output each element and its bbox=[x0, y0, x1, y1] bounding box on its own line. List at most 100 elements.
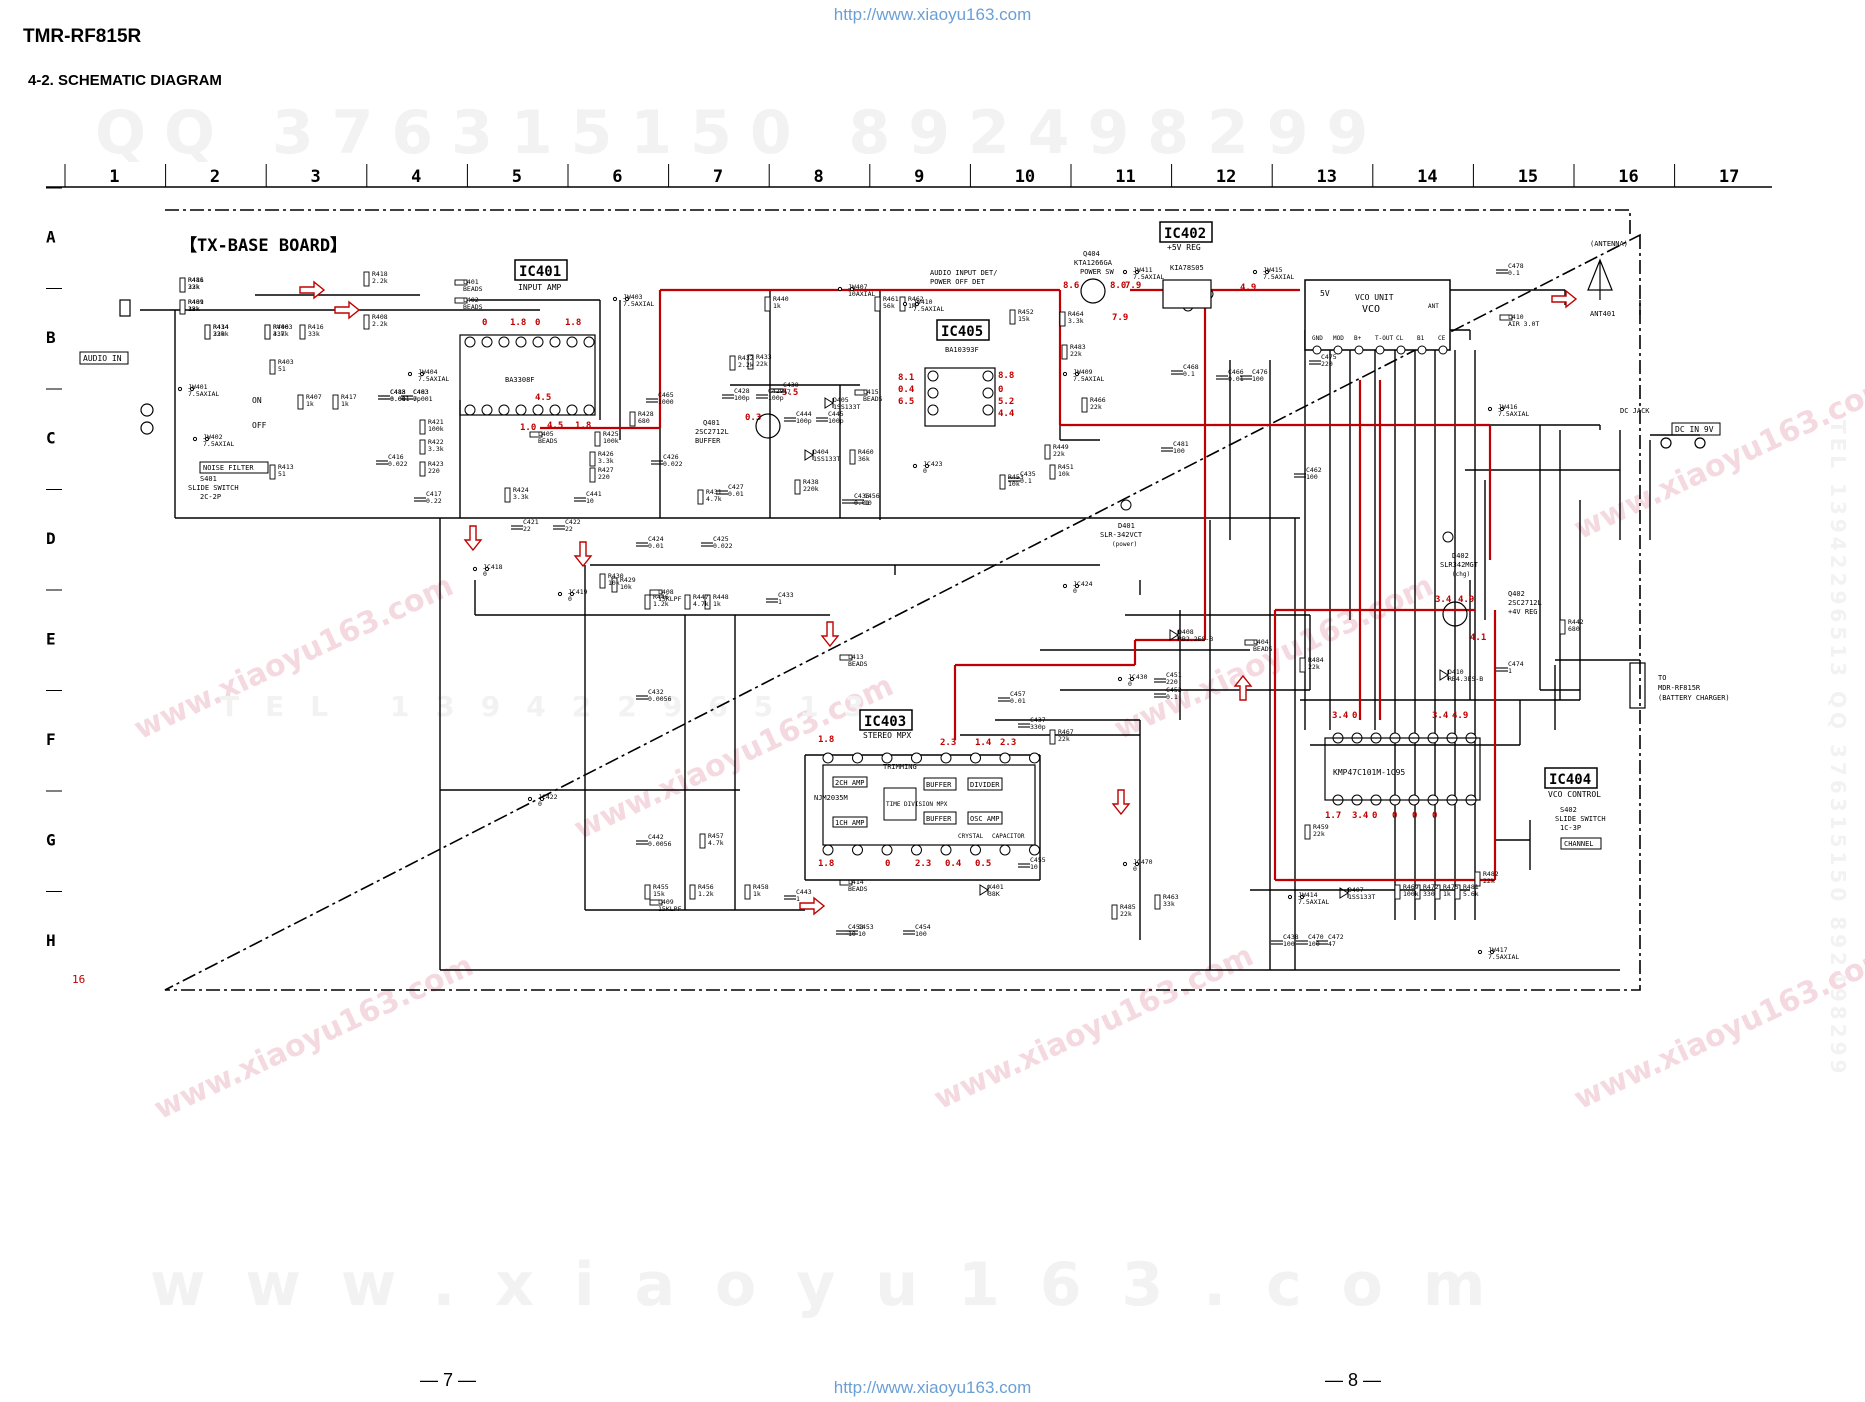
voltage-value: 5.5 bbox=[782, 388, 798, 398]
switch-on-label: ON bbox=[252, 396, 262, 405]
component-ref: C474 bbox=[1508, 660, 1524, 668]
grid-col-13: 13 bbox=[1317, 167, 1337, 187]
component-ref: R475 bbox=[1443, 883, 1459, 891]
ic403-desc: STEREO MPX bbox=[863, 731, 911, 740]
resistor-symbol bbox=[1049, 464, 1056, 480]
ic405: IC405 BA10393F bbox=[924, 319, 996, 427]
component-value: 3.3k bbox=[1068, 317, 1084, 325]
component-value: 7.5AXIAL bbox=[623, 300, 654, 308]
component-ref: R423 bbox=[428, 460, 444, 468]
component-value: 7p bbox=[413, 395, 421, 403]
component-ref: JW404 bbox=[418, 368, 438, 376]
component-ref: C476 bbox=[1252, 368, 1268, 376]
component-ref: C424 bbox=[648, 535, 664, 543]
ic-pin bbox=[515, 336, 527, 348]
component-ref: C442 bbox=[648, 833, 664, 841]
inductor-symbol bbox=[649, 589, 663, 596]
component-ref: R413 bbox=[278, 463, 294, 471]
s401-part: 2C-2P bbox=[200, 493, 221, 501]
jumper-pad bbox=[612, 296, 618, 302]
component-ref: R453 bbox=[1008, 473, 1024, 481]
component-ref: C425 bbox=[713, 535, 729, 543]
jumper-pad bbox=[1264, 269, 1270, 275]
component-value: 0 bbox=[483, 570, 487, 578]
jumper-pad bbox=[189, 386, 195, 392]
component-value: 10k bbox=[1008, 480, 1020, 488]
component-value: 0.001 bbox=[390, 395, 410, 403]
voltage-value: 8.1 bbox=[898, 373, 914, 383]
component-ref: R451 bbox=[1058, 463, 1074, 471]
component-ref: C468 bbox=[1183, 363, 1199, 371]
ic-pin bbox=[822, 844, 834, 856]
ic404-label: IC404 bbox=[1549, 772, 1591, 788]
ic-pin bbox=[911, 844, 922, 856]
source-url-top[interactable]: http://www.xiaoyu163.com bbox=[833, 5, 1032, 24]
component-value: 1k bbox=[713, 600, 721, 608]
jumper-pad bbox=[1062, 583, 1068, 589]
component-value: 100k bbox=[603, 437, 619, 445]
voltage-value: 5.2 bbox=[998, 397, 1014, 407]
vco-unit: VCO UNIT VCO 5V ANT bbox=[1304, 279, 1451, 351]
grid-row-A: A bbox=[46, 227, 56, 246]
jumper-pad bbox=[902, 301, 908, 307]
component-ref: L413 bbox=[848, 653, 864, 661]
ic-pin bbox=[532, 336, 544, 348]
component-ref: R467 bbox=[1058, 728, 1074, 736]
resistor-symbol bbox=[179, 277, 186, 293]
resistor-symbol bbox=[1049, 729, 1056, 745]
component-ref: C438 bbox=[1283, 933, 1299, 941]
jumper-pad bbox=[419, 371, 425, 377]
resistor-symbol bbox=[644, 594, 651, 610]
component-value: 330 bbox=[1423, 890, 1435, 898]
q401-part: 2SC2712L bbox=[695, 428, 729, 436]
voltage-value: 1.8 bbox=[818, 859, 834, 869]
component-ref: R463 bbox=[1163, 893, 1179, 901]
source-url-bottom[interactable]: http://www.xiaoyu163.com bbox=[833, 1378, 1032, 1397]
component-value: 22k bbox=[1313, 830, 1325, 838]
component-value: 3.3k bbox=[513, 493, 529, 501]
resistor-symbol bbox=[1434, 884, 1441, 900]
led-symbols: D401 SLR-342VCT (power) D402 SLR342MGT (… bbox=[1100, 499, 1479, 578]
ic-pin bbox=[549, 336, 561, 348]
component-ref: C436 bbox=[854, 492, 870, 500]
component-ref: R416 bbox=[308, 323, 324, 331]
component-value: 1k bbox=[341, 400, 349, 408]
component-ref: R406 bbox=[273, 323, 289, 331]
ic402: IC402 +5V REG KIA78S05 bbox=[1159, 221, 1213, 309]
component-value: 1k bbox=[306, 400, 314, 408]
component-ref: D404 bbox=[813, 448, 829, 456]
component-value: 1SS133T bbox=[1348, 893, 1375, 901]
resistor-symbol bbox=[629, 411, 636, 427]
component-value: 0.001 bbox=[413, 395, 433, 403]
component-value: 2.2k bbox=[738, 361, 754, 369]
component-value: 1SS133T bbox=[833, 403, 860, 411]
ic403-block-trimming: TRIMMING bbox=[883, 763, 917, 771]
component-value: 22k bbox=[1070, 350, 1082, 358]
component-value: 22k bbox=[1053, 450, 1065, 458]
component-value: 47 bbox=[1328, 940, 1336, 948]
ic402-label: IC402 bbox=[1164, 226, 1206, 242]
component-ref: C444 bbox=[796, 410, 812, 418]
voltage-value: 1.0 bbox=[520, 423, 536, 433]
voltage-value: 1.8 bbox=[510, 318, 526, 328]
component-value: 0 bbox=[538, 800, 542, 808]
component-value: 0.1 bbox=[1508, 269, 1520, 277]
component-value: 7.5AXIAL bbox=[1498, 410, 1529, 418]
components-layer bbox=[177, 269, 1566, 955]
component-ref: L402 bbox=[463, 296, 479, 304]
voltage-value: 0 bbox=[998, 385, 1003, 395]
ic405-label: IC405 bbox=[941, 324, 983, 340]
component-ref: C483 bbox=[413, 388, 429, 396]
page-number-left: — 7 — bbox=[420, 1370, 477, 1390]
ic-pin bbox=[532, 404, 544, 416]
ic404-part: KMP47C101M-1C95 bbox=[1333, 768, 1405, 777]
to-charger-1: TO bbox=[1658, 674, 1666, 682]
component-value: 680 bbox=[1568, 625, 1580, 633]
component-value: 220 bbox=[1166, 678, 1178, 686]
component-ref: C429 bbox=[768, 387, 784, 395]
jumper-pad bbox=[837, 286, 843, 292]
jumper-pad bbox=[1487, 406, 1493, 412]
component-value: 3.3k bbox=[428, 445, 444, 453]
